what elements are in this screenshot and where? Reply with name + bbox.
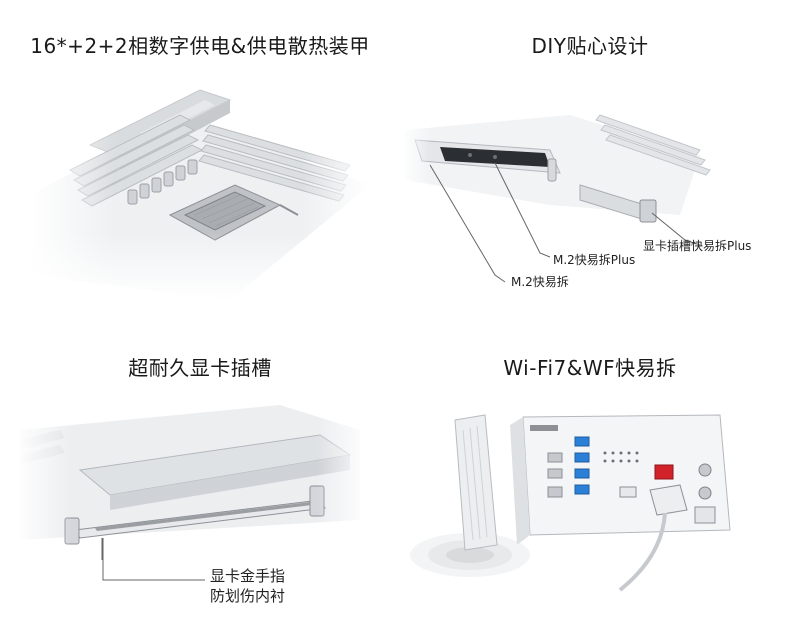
- wifi-antenna-io-image: [405, 395, 785, 595]
- durable-pcie-slot-title: 超耐久显卡插槽: [128, 356, 272, 380]
- m2-quick-release-label: M.2快易拆: [511, 275, 569, 289]
- m2-quick-release-plus-label: M.2快易拆Plus: [553, 253, 636, 267]
- gpu-slot-quick-release-label: 显卡插槽快易拆Plus: [643, 239, 752, 253]
- m2-quick-release-image: [400, 95, 780, 295]
- gold-finger-callout-line: [102, 538, 205, 581]
- gold-finger-label-line1: 显卡金手指: [210, 567, 286, 585]
- vrm-heatsink-image: [30, 75, 370, 300]
- wifi-quick-release-title: Wi-Fi7&WF快易拆: [503, 356, 677, 380]
- pcie-slot-image: [20, 390, 370, 560]
- gold-finger-label-line2: 防划伤内衬: [210, 587, 286, 605]
- diy-design-title: DIY贴心设计: [531, 34, 649, 58]
- vrm-heatsink-title: 16*+2+2相数字供电&供电散热装甲: [30, 34, 370, 58]
- gold-finger-label: 显卡金手指 防划伤内衬: [210, 566, 285, 606]
